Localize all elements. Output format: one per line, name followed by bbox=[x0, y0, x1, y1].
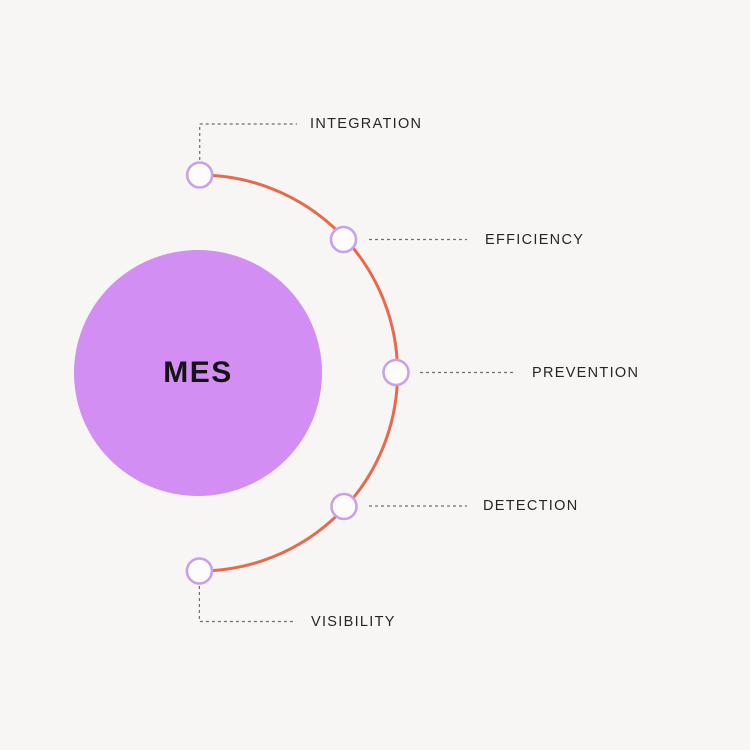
label-efficiency: EFFICIENCY bbox=[485, 232, 585, 248]
node-efficiency bbox=[329, 225, 358, 254]
connector-integration bbox=[199, 123, 297, 160]
node-visibility bbox=[185, 557, 214, 585]
center-label: MES bbox=[163, 356, 233, 389]
node-detection bbox=[330, 492, 358, 521]
label-detection: DETECTION bbox=[483, 498, 579, 514]
label-visibility: VISIBILITY bbox=[311, 614, 396, 630]
label-prevention: PREVENTION bbox=[532, 365, 640, 381]
center-circle: MES bbox=[74, 250, 322, 496]
node-prevention bbox=[382, 358, 410, 387]
connector-visibility bbox=[198, 586, 296, 623]
node-integration bbox=[185, 161, 214, 189]
label-integration: INTEGRATION bbox=[310, 116, 423, 132]
